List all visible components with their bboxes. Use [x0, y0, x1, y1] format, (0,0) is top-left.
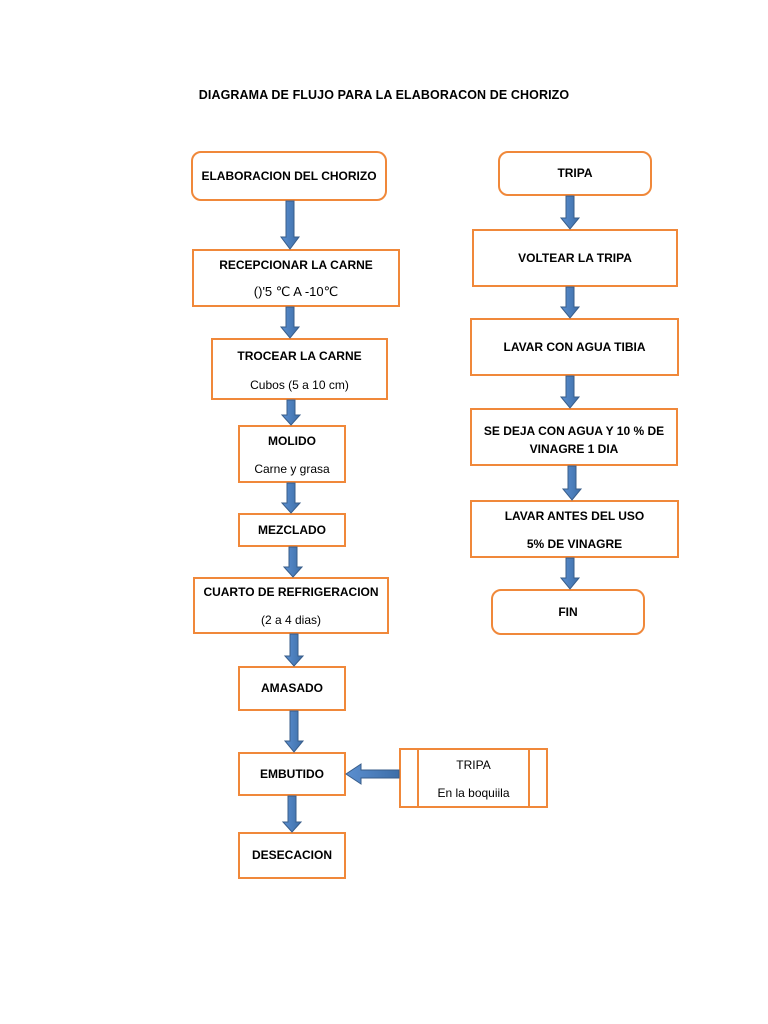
arrow-down-1	[280, 200, 300, 250]
start-node-tripa: TRIPA	[498, 151, 652, 196]
arrow-down-r4	[561, 465, 583, 501]
arrow-down-5	[282, 546, 304, 578]
input-tripa-detail: En la boquiila	[437, 786, 510, 800]
arrow-down-2	[279, 306, 301, 339]
arrow-down-r3	[559, 375, 581, 409]
input-tripa-boquilla: TRIPA En la boquiila	[399, 748, 548, 808]
step-se-deja-line1: SE DEJA CON AGUA Y 10 % DE	[483, 424, 665, 438]
step-mezclado-label: MEZCLADO	[258, 523, 326, 537]
tripa-start-label: TRIPA	[557, 166, 593, 180]
step-trocear-label: TROCEAR LA CARNE	[237, 349, 362, 363]
step-amasado-label: AMASADO	[261, 681, 323, 695]
process-left-bar	[417, 750, 419, 806]
end-node-label: FIN	[558, 605, 578, 619]
start-node-elaboracion: ELABORACION DEL CHORIZO	[191, 151, 387, 201]
step-voltear-label: VOLTEAR LA TRIPA	[518, 251, 632, 265]
step-molido: MOLIDO Carne y grasa	[238, 425, 346, 483]
end-node-fin: FIN	[491, 589, 645, 635]
arrow-down-4	[280, 482, 302, 514]
step-lavar-antes-detail: 5% DE VINAGRE	[526, 537, 623, 551]
arrow-down-6	[283, 633, 305, 667]
step-desecacion: DESECACION	[238, 832, 346, 879]
step-molido-detail: Carne y grasa	[254, 462, 330, 476]
process-right-bar	[528, 750, 530, 806]
step-recepcionar-detail: ()'5 ℃ A -10℃	[253, 284, 339, 299]
step-embutido-label: EMBUTIDO	[260, 767, 324, 781]
step-cuarto-label: CUARTO DE REFRIGERACION	[203, 585, 379, 599]
arrow-left-embutido	[345, 763, 400, 785]
step-embutido: EMBUTIDO	[238, 752, 346, 796]
step-lavar-antes-uso: LAVAR ANTES DEL USO 5% DE VINAGRE	[470, 500, 679, 558]
step-trocear-detail: Cubos (5 a 10 cm)	[250, 378, 349, 392]
arrow-down-8	[281, 795, 303, 833]
step-se-deja-vinagre: SE DEJA CON AGUA Y 10 % DE VINAGRE 1 DIA	[470, 408, 678, 466]
step-molido-label: MOLIDO	[268, 434, 316, 448]
arrow-down-7	[283, 710, 305, 753]
step-voltear-tripa: VOLTEAR LA TRIPA	[472, 229, 678, 287]
input-tripa-label: TRIPA	[456, 758, 491, 772]
step-lavar-agua-label: LAVAR CON AGUA TIBIA	[503, 340, 646, 354]
step-recepcionar-carne: RECEPCIONAR LA CARNE ()'5 ℃ A -10℃	[192, 249, 400, 307]
step-se-deja-line2: VINAGRE 1 DIA	[529, 442, 619, 456]
step-lavar-antes-label: LAVAR ANTES DEL USO	[504, 509, 645, 523]
arrow-down-r1	[559, 195, 581, 230]
step-lavar-agua-tibia: LAVAR CON AGUA TIBIA	[470, 318, 679, 376]
step-cuarto-refrigeracion: CUARTO DE REFRIGERACION (2 a 4 dias)	[193, 577, 389, 634]
step-cuarto-detail: (2 a 4 dias)	[260, 613, 322, 627]
arrow-down-3	[280, 399, 302, 426]
step-trocear-carne: TROCEAR LA CARNE Cubos (5 a 10 cm)	[211, 338, 388, 400]
arrow-down-r2	[559, 286, 581, 319]
diagram-title: DIAGRAMA DE FLUJO PARA LA ELABORACON DE …	[198, 88, 570, 102]
step-recepcionar-label: RECEPCIONAR LA CARNE	[219, 258, 373, 272]
start-node-label: ELABORACION DEL CHORIZO	[201, 169, 377, 183]
step-desecacion-label: DESECACION	[251, 848, 332, 862]
step-amasado: AMASADO	[238, 666, 346, 711]
step-mezclado: MEZCLADO	[238, 513, 346, 547]
arrow-down-r5	[559, 557, 581, 590]
